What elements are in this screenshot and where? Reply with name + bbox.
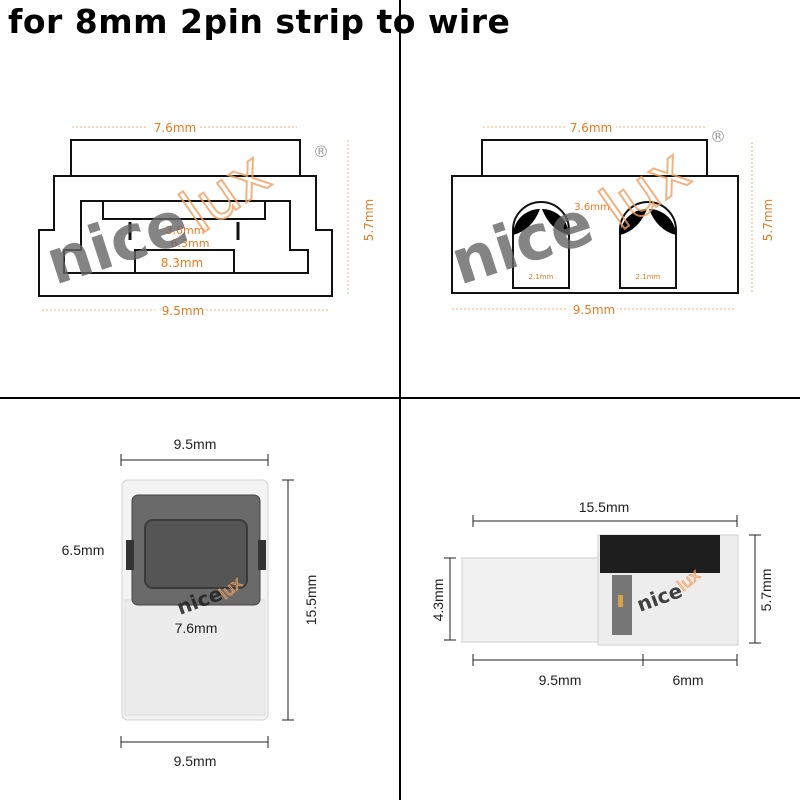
- connector-side-view: [461, 534, 739, 646]
- watermark-logo-right: nice lux ®: [442, 127, 726, 299]
- dimensions-left: 7.6mm 5.7mm 3.6mm 6.3mm 8.3mm 9.5mm: [42, 117, 376, 318]
- dim-top-left-inner-1: 3.6mm: [166, 224, 205, 237]
- connector-top-view: [121, 479, 269, 721]
- dim-top-left-inner-2: 6.3mm: [171, 237, 210, 250]
- dim-top-left-bottom-width: 9.5mm: [162, 304, 204, 318]
- dim-top-left-inner-3: 8.3mm: [161, 256, 203, 270]
- dim-top-right-width: 7.6mm: [570, 121, 612, 135]
- svg-text:®: ®: [710, 127, 726, 146]
- dim-pin-spacing: 3.6mm: [574, 202, 609, 213]
- svg-text:lux: lux: [588, 135, 702, 244]
- dim-slot-left: 2.1mm: [529, 273, 554, 281]
- dim-bottom-left-cap-width: 7.6mm: [175, 620, 218, 636]
- dim-top-left-height: 5.7mm: [362, 199, 376, 241]
- dim-bottom-left-length: 15.5mm: [303, 575, 319, 626]
- svg-text:nice: nice: [37, 185, 197, 299]
- dim-top-right-height: 5.7mm: [761, 199, 775, 241]
- watermark-logo-left: nice lux ®: [37, 137, 329, 299]
- dim-top-right-bottom-width: 9.5mm: [573, 303, 615, 317]
- cross-section-right: [451, 139, 739, 294]
- dim-bottom-left-cap-height: 6.5mm: [62, 542, 105, 558]
- dim-slot-right: 2.1mm: [636, 273, 661, 281]
- dim-bottom-right-left-height: 4.3mm: [430, 579, 446, 622]
- dim-bottom-right-seg-left: 9.5mm: [539, 672, 582, 688]
- dim-bottom-left-bottom-width: 9.5mm: [174, 753, 217, 769]
- page-title: for 8mm 2pin strip to wire: [8, 2, 511, 41]
- dim-bottom-right-right-height: 5.7mm: [758, 569, 774, 612]
- dimensions-bottom-left: [120, 454, 294, 748]
- dimensions-bottom-right: [444, 515, 761, 666]
- cross-section-left: [38, 139, 333, 297]
- dim-bottom-left-top-width: 9.5mm: [174, 436, 217, 452]
- dim-bottom-right-seg-right: 6mm: [672, 672, 703, 688]
- dimensions-right: 7.6mm 5.7mm 3.6mm 2.1mm 2.1mm 9.5mm: [452, 117, 775, 317]
- dim-bottom-right-length: 15.5mm: [579, 499, 630, 515]
- pin-contacts: [513, 209, 676, 235]
- svg-text:®: ®: [313, 142, 329, 161]
- dim-top-left-width: 7.6mm: [154, 121, 196, 135]
- svg-text:nice: nice: [442, 185, 602, 299]
